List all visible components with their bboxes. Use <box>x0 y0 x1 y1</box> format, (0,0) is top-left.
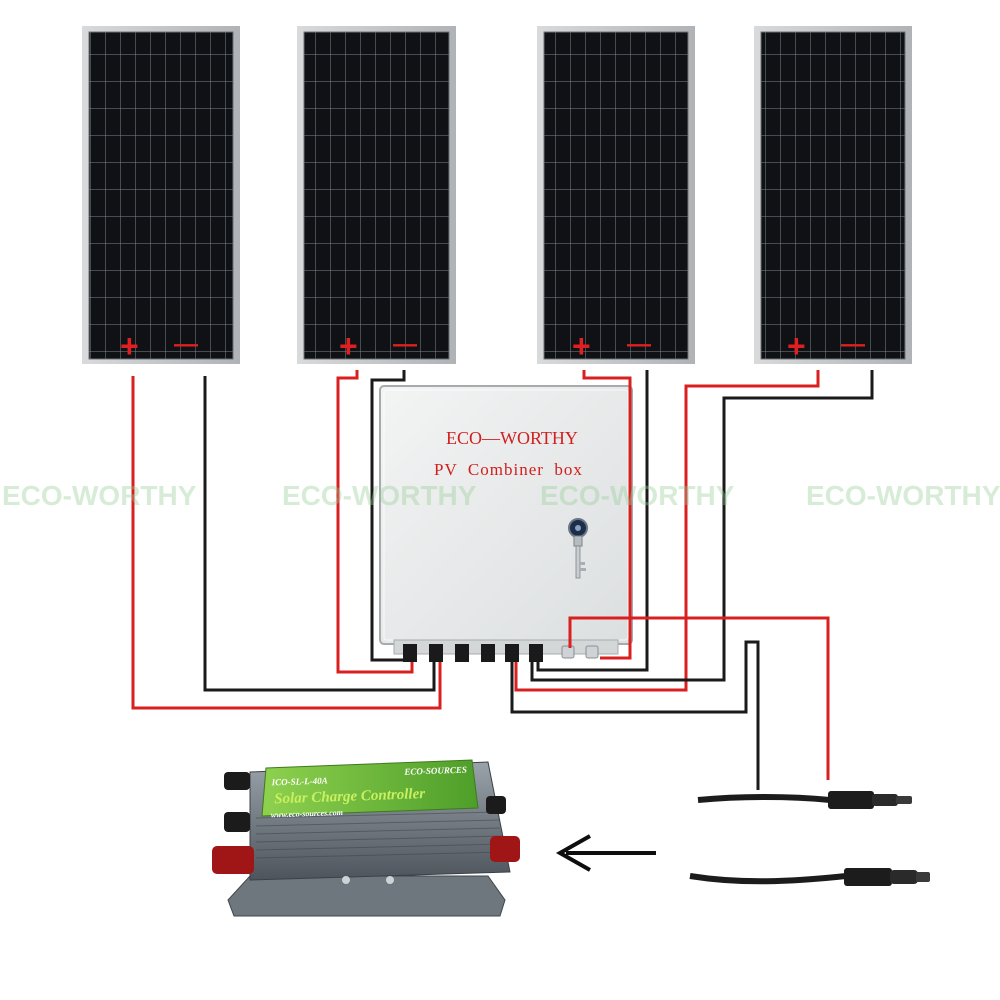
controller-terminals <box>212 772 520 874</box>
wiring <box>131 370 874 790</box>
panel-1-minus-label: — <box>174 331 198 358</box>
solar-panel-4 <box>754 26 912 364</box>
panel-3-negative-wire <box>536 370 649 672</box>
output-positive-wire <box>568 616 830 780</box>
controller-model: ICO-SL-L-40A <box>271 775 328 787</box>
panel-2-negative-wire <box>370 370 406 662</box>
panel-2-positive-wire <box>336 370 414 674</box>
watermark-4: ECO-WORTHY <box>806 480 1000 511</box>
solar-panel-1 <box>82 26 240 364</box>
panel-1-negative-wire <box>203 376 436 692</box>
panel-4-minus-label: — <box>841 331 865 358</box>
output-cable-upper <box>697 794 831 803</box>
panel-2-plus-label: + <box>339 328 358 364</box>
mc4-connector-icon <box>828 791 912 809</box>
controller-website: www.eco-sources.com <box>271 808 343 820</box>
key-icon <box>568 518 588 579</box>
panel-3-positive-wire <box>582 370 632 660</box>
combiner-connectors <box>403 644 599 662</box>
controller-label-panel <box>261 759 479 817</box>
solar-panel-2 <box>297 26 456 364</box>
controller-title: Solar Charge Controller <box>274 786 426 807</box>
combiner-box-label: PV Combiner box <box>434 460 583 479</box>
combiner-box-brand: ECO—WORTHY <box>446 428 578 448</box>
output-cables <box>689 791 930 886</box>
output-cable-lower <box>689 873 847 885</box>
output-negative-wire <box>510 640 760 790</box>
watermark-2: ECO-WORTHY <box>282 480 477 511</box>
watermark-3: ECO-WORTHY <box>540 480 735 511</box>
panel-2-minus-label: — <box>393 331 417 358</box>
controller-brand: ECO-SOURCES <box>403 765 467 777</box>
panel-4-plus-label: + <box>787 328 806 364</box>
arrow-left-icon <box>555 834 656 872</box>
pv-combiner-box <box>379 385 633 662</box>
panel-1-positive-wire <box>131 376 442 710</box>
panel-3-minus-label: — <box>627 331 651 358</box>
watermark-1: ECO-WORTHY <box>2 480 197 511</box>
mc4-connector-icon <box>844 868 930 886</box>
panel-1-plus-label: + <box>120 328 139 364</box>
solar-charge-controller <box>212 759 520 917</box>
solar-panel-3 <box>537 26 695 364</box>
panel-4-negative-wire <box>530 370 874 682</box>
panel-4-positive-wire <box>514 370 820 692</box>
panel-3-plus-label: + <box>572 328 591 364</box>
